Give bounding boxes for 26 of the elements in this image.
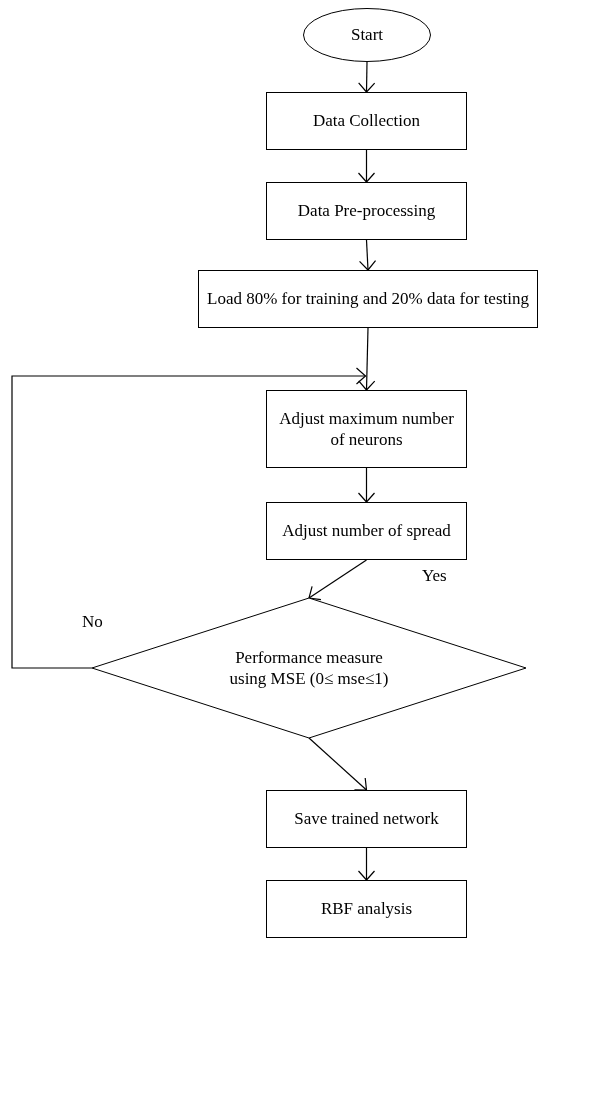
node-text: Start (350, 24, 384, 46)
node-text: Adjust maximum number of neurons (278, 407, 455, 451)
process-box (266, 502, 467, 560)
process-box (266, 182, 467, 240)
arrow (357, 847, 376, 881)
arrow (308, 559, 368, 601)
node-text: Load 80% for training and 20% data for testing (207, 288, 529, 310)
arrow (357, 467, 376, 503)
arrow (358, 327, 376, 391)
process-box (266, 880, 467, 938)
process-box (266, 92, 467, 150)
node-text: Data Pre-processing (297, 200, 436, 222)
node-text: Adjust number of spread (282, 520, 451, 542)
process-box (198, 270, 538, 328)
start-ellipse (303, 8, 431, 62)
arrow (11, 367, 367, 669)
arrow (358, 239, 377, 271)
node-text: Performance measure using MSE (0≤ mse≤1) (228, 646, 390, 690)
node-text: RBF analysis (320, 898, 413, 920)
node-text: Data Collection (312, 110, 421, 132)
arrow (357, 149, 376, 183)
arrow (308, 737, 368, 791)
process-box (266, 390, 467, 468)
arrow (358, 61, 376, 93)
process-box (266, 790, 467, 848)
node-text: Save trained network (294, 808, 439, 830)
